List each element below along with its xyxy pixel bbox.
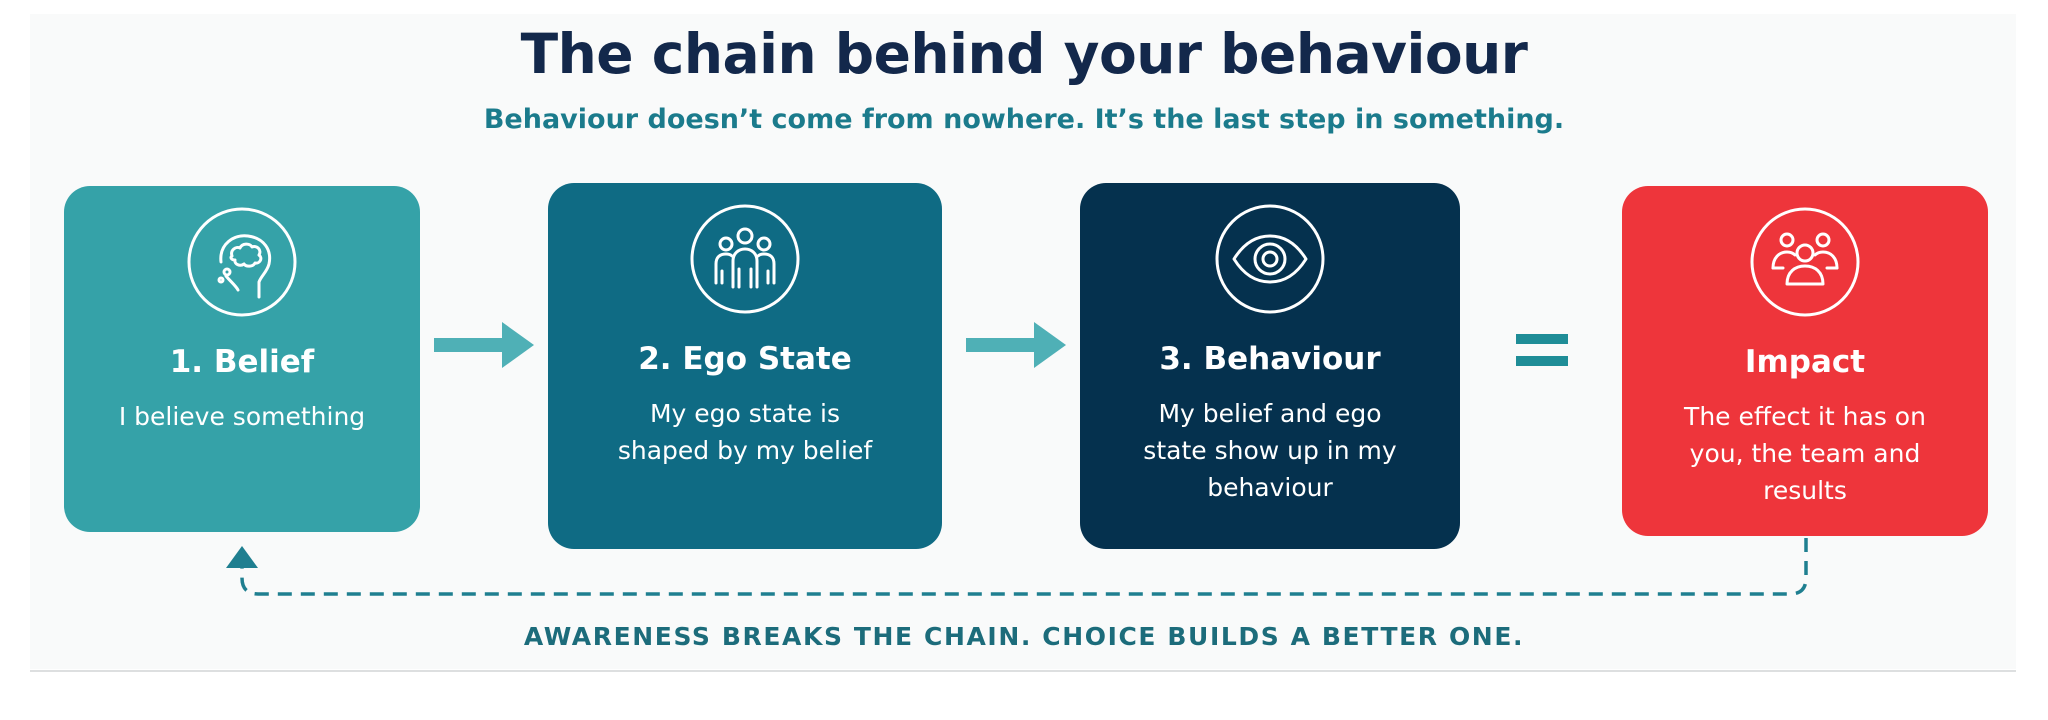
step-title: Impact xyxy=(1744,344,1866,380)
page-subtitle: Behaviour doesn’t come from nowhere. It’… xyxy=(483,104,1565,135)
step-box-impact: Impact The effect it has on you, the tea… xyxy=(1622,186,1988,536)
group-icon xyxy=(689,203,801,315)
equals-icon xyxy=(1516,334,1568,366)
step-box-ego-state: 2. Ego State My ego state is shaped by m… xyxy=(548,183,942,549)
step-description: My ego state is shaped by my belief xyxy=(617,399,873,465)
step-description: I believe something xyxy=(118,402,366,431)
step-box-behaviour: 3. Behaviour My belief and ego state sho… xyxy=(1080,183,1460,549)
team-icon xyxy=(1749,206,1861,318)
step-title: 3. Behaviour xyxy=(1159,341,1381,377)
step-description: The effect it has on you, the team and r… xyxy=(1684,402,1926,505)
step-title: 2. Ego State xyxy=(638,341,852,377)
page-title: The chain behind your behaviour xyxy=(520,22,1528,86)
arrow-right-icon xyxy=(434,322,534,368)
step-title: 1. Belief xyxy=(169,344,315,380)
bottom-divider xyxy=(30,670,2016,672)
footer-tagline: AWARENESS BREAKS THE CHAIN. CHOICE BUILD… xyxy=(523,622,1525,651)
step-box-belief: 1. Belief I believe something xyxy=(64,186,420,532)
thought-head-icon xyxy=(186,206,298,318)
eye-icon xyxy=(1214,203,1326,315)
arrow-right-icon xyxy=(966,322,1066,368)
step-description: My belief and ego state show up in my be… xyxy=(1143,399,1397,502)
